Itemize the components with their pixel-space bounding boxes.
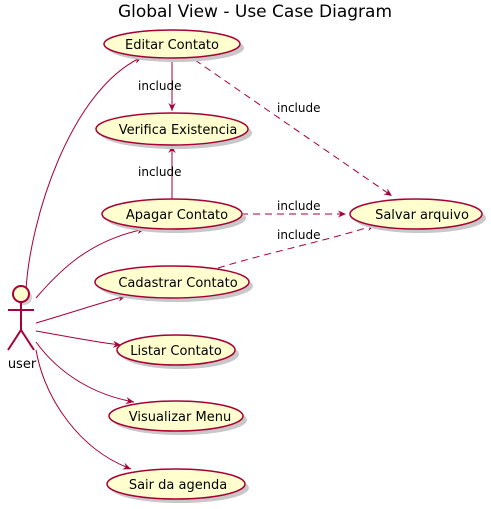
actor-user: user [7,285,37,372]
label-apagar-verifica: include [138,165,181,179]
label-apagar-salvar: include [277,199,320,213]
use-case-apagar-contato: Apagar Contato [101,198,246,233]
edge-editar-salvar [194,59,393,197]
actor-label: user [8,357,37,372]
use-case-verifica-existencia: Verifica Existencia [95,112,252,149]
edge-user-listar [35,330,122,348]
label-editar-salvar: include [277,101,320,115]
diagram-title: Global View - Use Case Diagram [118,2,392,22]
use-case-cadastrar-contato: Cadastrar Contato [94,265,253,302]
use-case-salvar-arquivo: Salvar arquivo [349,198,486,233]
label-cadastrar-salvar: include [277,228,320,242]
use-case-label: Sair da agenda [129,478,227,493]
use-case-label: Apagar Contato [126,208,228,223]
edge-user-cadastrar [35,294,127,324]
label-editar-verifica: include [138,79,181,93]
use-case-listar-contato: Listar Contato [116,334,239,369]
use-case-label: Cadastrar Contato [118,276,237,291]
use-case-label: Verifica Existencia [119,123,238,138]
use-case-label: Editar Contato [125,38,219,53]
use-case-visualizar-menu: Visualizar Menu [108,400,247,435]
use-case-label: Salvar arquivo [375,208,469,223]
use-case-label: Visualizar Menu [129,410,231,425]
use-case-editar-contato: Editar Contato [103,29,244,62]
edge-cadastrar-salvar [217,224,376,269]
use-case-label: Listar Contato [130,344,222,359]
edge-user-sair [35,349,132,470]
edge-user-editar [25,56,143,291]
edge-user-apagar [35,227,146,299]
use-case-sair-da-agenda: Sair da agenda [106,468,249,503]
edge-user-visualizar [35,341,135,405]
actor-figure-icon [7,285,35,351]
